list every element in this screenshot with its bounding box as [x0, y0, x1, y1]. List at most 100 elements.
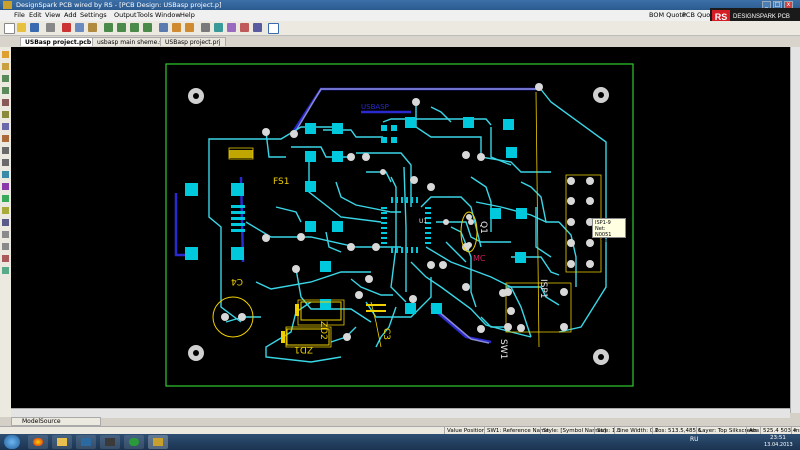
usb-connector-pads	[231, 205, 245, 232]
pcb-quote-link[interactable]: PCB Quote	[682, 11, 717, 19]
label-q1: Q1	[478, 221, 488, 234]
drc-icon[interactable]	[240, 23, 249, 32]
pcb-canvas[interactable]: FS1 C4 ZD2 ZD1 C3 Q1 ISP1 SW1 MC USBASP …	[11, 47, 790, 413]
menu-tools[interactable]: Tools	[137, 11, 154, 19]
vias	[262, 83, 543, 341]
bom-quote-link[interactable]: BOM Quote	[649, 11, 686, 19]
add-copper-icon[interactable]	[2, 183, 9, 190]
status-reference: SW1: Reference Name	[484, 427, 549, 435]
add-arc-icon[interactable]	[2, 159, 9, 166]
add-pad-icon[interactable]	[2, 171, 9, 178]
vertical-scrollbar[interactable]	[790, 47, 800, 413]
status-bar: Value Position SW1: Reference Name Style…	[0, 426, 800, 435]
board-outline	[165, 63, 634, 387]
rs-badge: RS	[712, 10, 730, 24]
zoom-out-icon[interactable]	[117, 23, 126, 32]
taskbar-chrome[interactable]	[28, 435, 48, 449]
status-abs: Abs	[746, 427, 759, 435]
label-fs1: FS1	[273, 177, 289, 187]
taskbar-media[interactable]	[76, 435, 96, 449]
tooltip-layer: Layer: [All]	[595, 238, 623, 244]
add-circle-icon[interactable]	[2, 147, 9, 154]
zoom-in-icon[interactable]	[104, 23, 113, 32]
zd1-outline	[286, 328, 330, 346]
status-line-width: Line Width: 0.1	[614, 427, 659, 435]
status-style: Style: [Symbol Names]	[540, 427, 606, 435]
taskbar-folder[interactable]	[52, 435, 72, 449]
grey-tracks	[293, 88, 539, 344]
add-shape-icon[interactable]	[2, 99, 9, 106]
label-zd2: ZD2	[318, 321, 328, 340]
taskbar-torrent[interactable]	[124, 435, 144, 449]
add-component-icon[interactable]	[2, 63, 9, 70]
menu-edit[interactable]: Edit	[29, 11, 42, 19]
taskbar-player[interactable]	[100, 435, 120, 449]
status-pos: Pos: 513.5,485.6	[652, 427, 701, 435]
modelsource-tab[interactable]: ModelSource	[11, 417, 101, 426]
status-units: mm	[791, 427, 800, 435]
label-c4: C4	[231, 276, 243, 286]
status-layer: Layer: Top Silkscreen	[696, 427, 757, 435]
save-icon[interactable]	[30, 23, 39, 32]
new-icon[interactable]	[4, 23, 15, 34]
mirror-icon[interactable]	[2, 243, 9, 250]
add-via-icon[interactable]	[2, 87, 9, 94]
designspark-text: DESIGNSPARK PCB	[733, 14, 790, 20]
title-bar: DesignSpark PCB wired by RS - [PCB Desig…	[0, 0, 800, 10]
select-tool-icon[interactable]	[2, 51, 9, 58]
q1-outline	[460, 211, 478, 253]
print-icon[interactable]	[46, 23, 55, 32]
menu-file[interactable]: File	[14, 11, 25, 19]
redo-icon[interactable]	[185, 23, 194, 32]
menu-window[interactable]: Window	[155, 11, 181, 19]
top-layer-tracks	[208, 86, 607, 363]
cut-icon[interactable]	[62, 23, 71, 32]
zoom-area-icon[interactable]	[143, 23, 152, 32]
add-text-icon[interactable]	[2, 111, 9, 118]
label-mc: MC	[473, 254, 486, 263]
rotate-icon[interactable]	[2, 231, 9, 238]
tab-project[interactable]: USBasp project.prj	[160, 37, 226, 46]
status-value-position: Value Position	[444, 427, 485, 435]
isp-header-pins	[567, 177, 594, 268]
smd-pads	[185, 117, 527, 314]
properties-icon[interactable]	[201, 23, 210, 32]
delete-icon[interactable]	[2, 255, 9, 262]
c4-pin	[221, 313, 229, 321]
select-pointer-icon[interactable]	[268, 23, 279, 34]
add-dimension-icon[interactable]	[2, 135, 9, 142]
undo-icon[interactable]	[172, 23, 181, 32]
taskbar-designspark[interactable]	[148, 435, 168, 449]
menu-settings[interactable]: Settings	[80, 11, 107, 19]
tab-pcb[interactable]: USBasp project.pcb	[20, 37, 97, 46]
tray-time: 23:51	[770, 435, 786, 441]
fuse-body	[229, 150, 253, 158]
taskbar: RU 23:51 13.04.2013	[0, 434, 800, 450]
menu-output[interactable]: Output	[114, 11, 137, 19]
redraw-icon[interactable]	[159, 23, 168, 32]
start-button[interactable]	[4, 435, 20, 449]
zoom-fit-icon[interactable]	[130, 23, 139, 32]
add-track-icon[interactable]	[2, 75, 9, 82]
menu-add[interactable]: Add	[64, 11, 77, 19]
swap-pin-icon[interactable]	[2, 267, 9, 274]
menu-help[interactable]: Help	[180, 11, 195, 19]
grid-icon[interactable]	[253, 23, 262, 32]
3d-view-icon[interactable]	[214, 23, 223, 32]
doc-symbol-icon[interactable]	[2, 219, 9, 226]
measure-icon[interactable]	[2, 207, 9, 214]
app-icon	[3, 1, 12, 9]
zd2-outline	[300, 301, 342, 321]
paste-icon[interactable]	[88, 23, 97, 32]
layers-icon[interactable]	[227, 23, 236, 32]
ic-u1-pads	[381, 125, 431, 253]
tray-language[interactable]: RU	[690, 436, 699, 443]
label-isp1: ISP1	[538, 279, 548, 299]
horizontal-scrollbar[interactable]	[11, 408, 790, 418]
tray-date: 13.04.2013	[764, 442, 793, 448]
copy-icon[interactable]	[75, 23, 84, 32]
add-area-icon[interactable]	[2, 123, 9, 130]
menu-view[interactable]: View	[45, 11, 61, 19]
route-icon[interactable]	[2, 195, 9, 202]
open-icon[interactable]	[17, 23, 26, 32]
